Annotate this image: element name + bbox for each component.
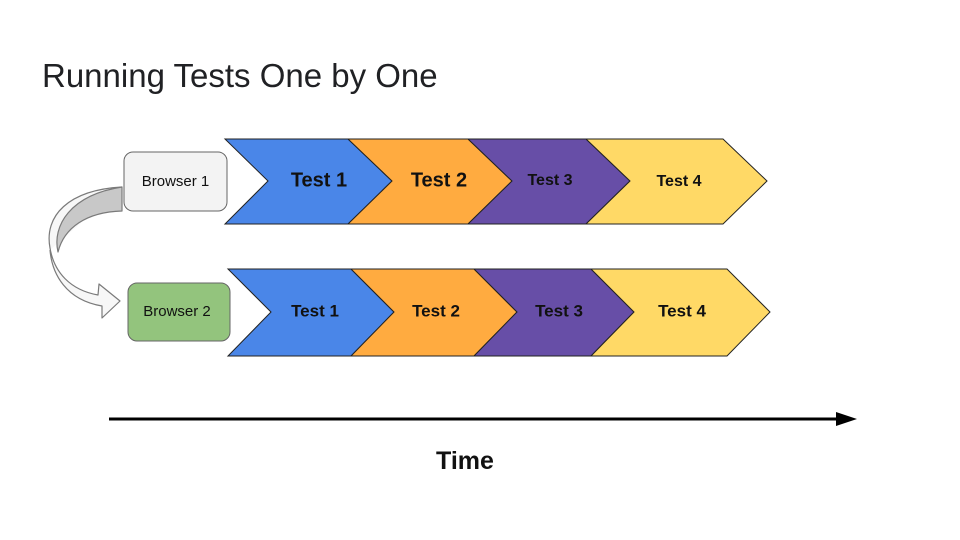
test-chevron xyxy=(584,138,768,225)
test-label: Test 4 xyxy=(658,301,706,320)
lane-browser-2: Browser 2 Test 1 Test 2 Test 3 Test 4 xyxy=(127,268,771,357)
page-title: Running Tests One by One xyxy=(42,57,438,94)
browser-box xyxy=(127,282,231,342)
test-label: Test 3 xyxy=(535,301,583,320)
test-label: Test 1 xyxy=(291,169,347,191)
browser-box xyxy=(123,151,228,212)
test-label: Test 4 xyxy=(656,173,701,190)
test-chevron xyxy=(589,268,771,357)
time-axis-arrowhead-icon xyxy=(836,412,857,426)
test-label: Test 1 xyxy=(291,301,339,320)
curved-arrow-shading xyxy=(56,186,123,253)
lane-browser-1: Browser 1 Test 1 Test 2 Test 3 Test 4 xyxy=(123,138,768,225)
test-label: Test 2 xyxy=(411,169,467,191)
browser-label: Browser 1 xyxy=(142,173,210,190)
browser-label: Browser 2 xyxy=(143,303,211,320)
time-axis-label: Time xyxy=(436,447,494,475)
test-label: Test 3 xyxy=(527,172,572,189)
test-label: Test 2 xyxy=(412,301,460,320)
